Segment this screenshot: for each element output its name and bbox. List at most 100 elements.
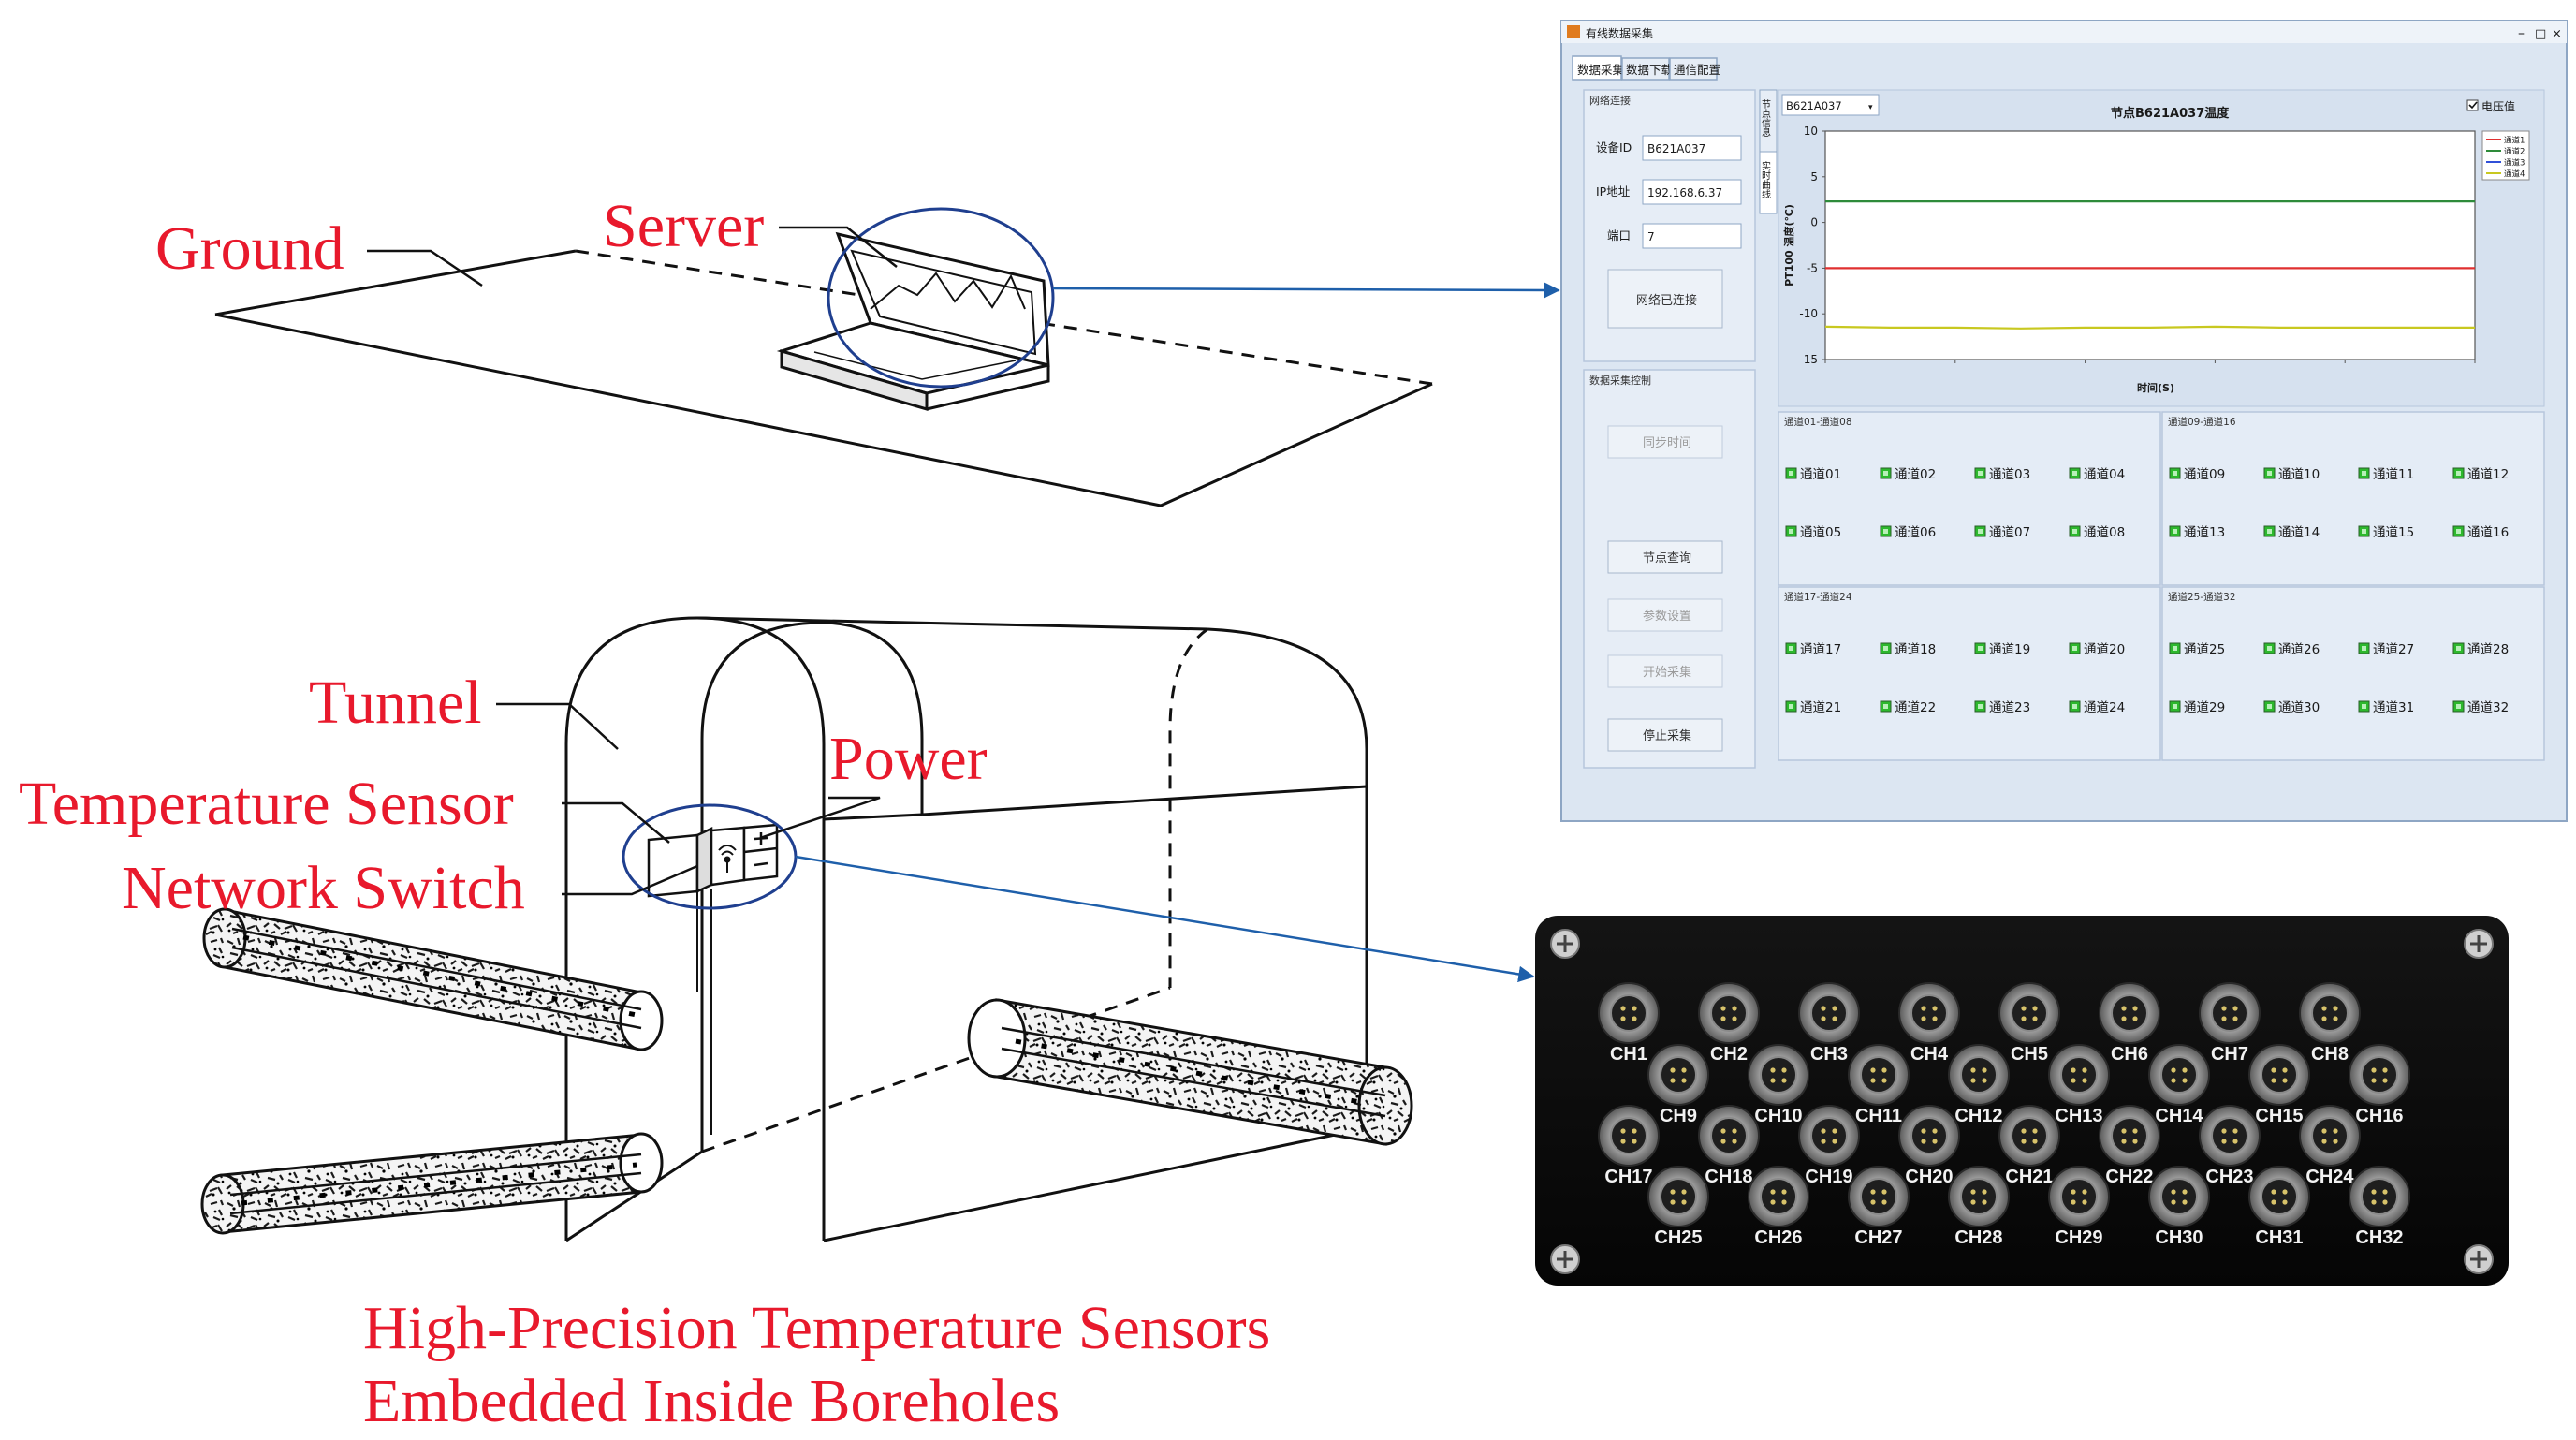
- connector-pin: [1832, 1016, 1837, 1021]
- connector-pin: [2371, 1199, 2377, 1205]
- device-id-field[interactable]: [1642, 135, 1742, 161]
- connector-socket: [2011, 1117, 2048, 1154]
- connector-pin: [1732, 1016, 1737, 1021]
- connector-pin: [1781, 1189, 1787, 1195]
- connector-pin: [2282, 1189, 2288, 1195]
- connector-label: CH30: [2155, 1227, 2203, 1248]
- connector-pin: [2221, 1128, 2227, 1134]
- led-highlight: [2362, 704, 2366, 709]
- connector-socket: [2361, 1056, 2398, 1094]
- connector-socket: [1610, 1117, 1647, 1154]
- led-highlight: [1978, 529, 1983, 534]
- connector-socket: [1910, 994, 1948, 1032]
- led-highlight: [2267, 471, 2272, 476]
- connector-pin: [1881, 1078, 1887, 1083]
- network-group-title: 网络连接: [1589, 94, 1631, 107]
- led-highlight: [1978, 646, 1983, 651]
- connector-pin: [1921, 1006, 1926, 1011]
- channel-group-title: 通道01-通道08: [1784, 416, 1852, 428]
- channel-label: 通道27: [2373, 642, 2414, 657]
- close-button[interactable]: ×: [2552, 27, 2562, 41]
- node-query-button[interactable]: [1607, 540, 1723, 574]
- connector-pin: [2232, 1128, 2238, 1134]
- minimize-button[interactable]: –: [2518, 26, 2525, 41]
- device-id-value: B621A037: [1647, 142, 1705, 155]
- series-line: [1824, 325, 2475, 330]
- connector-pin: [1932, 1006, 1938, 1011]
- connector-pin: [1620, 1016, 1626, 1021]
- channel-group-title: 通道25-通道32: [2168, 591, 2236, 603]
- connector-pin: [1870, 1078, 1876, 1083]
- connector-label: CH17: [1604, 1167, 1652, 1187]
- led-highlight: [2072, 646, 2077, 651]
- connector-label: CH1: [1610, 1044, 1647, 1065]
- channel-label: 通道12: [2467, 467, 2509, 482]
- connector-pin: [2032, 1016, 2038, 1021]
- ip-field[interactable]: [1642, 179, 1742, 205]
- connector-label: CH31: [2255, 1227, 2303, 1248]
- connector-pin: [1982, 1067, 1987, 1073]
- connector-pin: [2321, 1128, 2327, 1134]
- connector-label: CH16: [2355, 1106, 2403, 1126]
- connector-pin: [2121, 1128, 2127, 1134]
- stop-acquisition-button[interactable]: [1607, 718, 1723, 752]
- node-select[interactable]: [1781, 94, 1880, 116]
- wireless-icon: [718, 845, 737, 873]
- voltage-checkbox[interactable]: [2466, 99, 2479, 111]
- led-highlight: [2267, 529, 2272, 534]
- led-highlight: [2456, 471, 2461, 476]
- maximize-button[interactable]: □: [2535, 27, 2546, 41]
- connector-pin: [1870, 1189, 1876, 1195]
- connector-pin: [2032, 1139, 2038, 1144]
- connector-pin: [2382, 1067, 2388, 1073]
- connector-socket: [1810, 1117, 1848, 1154]
- y-tick-label: -15: [1799, 353, 1818, 366]
- led-highlight: [1883, 471, 1888, 476]
- led-highlight: [2173, 529, 2177, 534]
- connector-pin: [2132, 1128, 2138, 1134]
- channel-label: 通道26: [2278, 642, 2320, 657]
- tab-label: 通信配置: [1674, 63, 1720, 77]
- connector-pin: [2282, 1067, 2288, 1073]
- plot-area: [1824, 130, 2476, 360]
- tab-data-acquisition[interactable]: [1572, 55, 1622, 81]
- connector-pin: [2032, 1006, 2038, 1011]
- y-tick-label: 5: [1810, 170, 1818, 184]
- connector-label: CH15: [2255, 1106, 2303, 1126]
- connector-pin: [2132, 1139, 2138, 1144]
- connector-pin: [1632, 1128, 1637, 1134]
- led-highlight: [2173, 646, 2177, 651]
- led-highlight: [2362, 471, 2366, 476]
- channel-label: 通道09: [2184, 467, 2225, 482]
- tab-bar: 数据采集 数据下载 通信配置: [1572, 55, 1720, 81]
- y-axis-label: PT100 温度(℃): [1782, 204, 1795, 287]
- tab-node-info[interactable]: [1759, 89, 1778, 153]
- connector-pin: [1781, 1199, 1787, 1205]
- port-field[interactable]: [1642, 223, 1742, 249]
- led-highlight: [2456, 646, 2461, 651]
- connector-pin: [1670, 1189, 1676, 1195]
- connector-socket: [1910, 1117, 1948, 1154]
- connector-pin: [2182, 1199, 2188, 1205]
- connector-socket: [2060, 1056, 2098, 1094]
- leader-lines: [367, 226, 898, 896]
- connector-socket: [2361, 1178, 2398, 1215]
- connector-socket: [2311, 1117, 2349, 1154]
- sync-time-button[interactable]: [1607, 425, 1723, 459]
- connector-pin: [1781, 1078, 1787, 1083]
- start-acquisition-button[interactable]: [1607, 654, 1723, 688]
- connector-pin: [2082, 1189, 2087, 1195]
- tab-comm-config[interactable]: [1669, 57, 1718, 81]
- param-settings-button[interactable]: [1607, 598, 1723, 632]
- connector-label: CH20: [1905, 1167, 1953, 1187]
- channel-group-box: [2161, 586, 2545, 761]
- connector-pin: [1670, 1078, 1676, 1083]
- network-connected-button[interactable]: [1607, 269, 1723, 329]
- connector-socket: [1660, 1056, 1697, 1094]
- connector-pin: [2382, 1199, 2388, 1205]
- tab-data-download[interactable]: [1621, 57, 1670, 81]
- channel-label: 通道11: [2373, 467, 2414, 482]
- legend-label: 通道4: [2504, 169, 2525, 180]
- connector-socket: [2311, 994, 2349, 1032]
